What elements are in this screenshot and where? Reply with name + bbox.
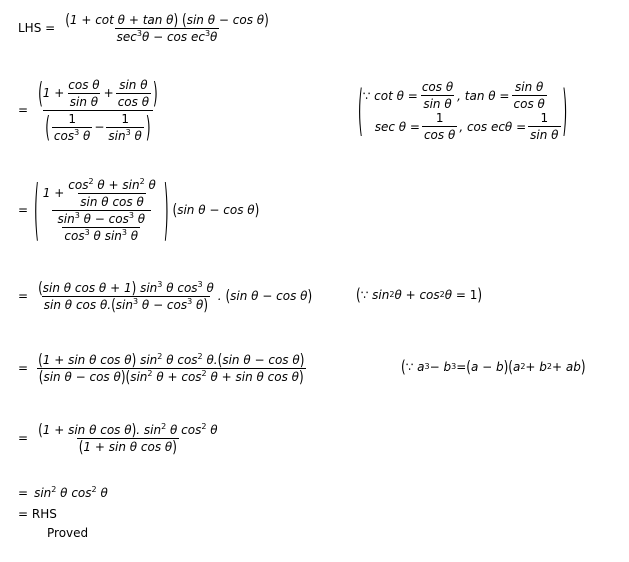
- fraction: (1 + sin θ cos θ). sin2 θ cos2 θ (1 + si…: [38, 420, 218, 456]
- rhs-line: = RHS: [18, 507, 57, 521]
- fraction: (1 + cot θ + tan θ) (sin θ − cos θ) sec3…: [65, 10, 269, 44]
- lhs-equation: LHS = (1 + cot θ + tan θ) (sin θ − cos θ…: [18, 10, 273, 45]
- step-3: = (sin θ cos θ + 1) sin3 θ cos3 θ sin θ …: [18, 278, 313, 314]
- fraction: (1 + sin θ cos θ) sin2 θ cos2 θ.(sin θ −…: [36, 350, 306, 386]
- step-5: = (1 + sin θ cos θ). sin2 θ cos2 θ (1 + …: [18, 420, 218, 456]
- fraction: (sin θ cos θ + 1) sin3 θ cos3 θ sin θ co…: [38, 278, 214, 314]
- step-4: = (1 + sin θ cos θ) sin2 θ cos2 θ.(sin θ…: [18, 350, 306, 386]
- lhs-label: LHS =: [18, 21, 56, 35]
- step-6: = sin2 θ cos2 θ: [18, 485, 108, 501]
- proved-label: Proved: [47, 526, 89, 540]
